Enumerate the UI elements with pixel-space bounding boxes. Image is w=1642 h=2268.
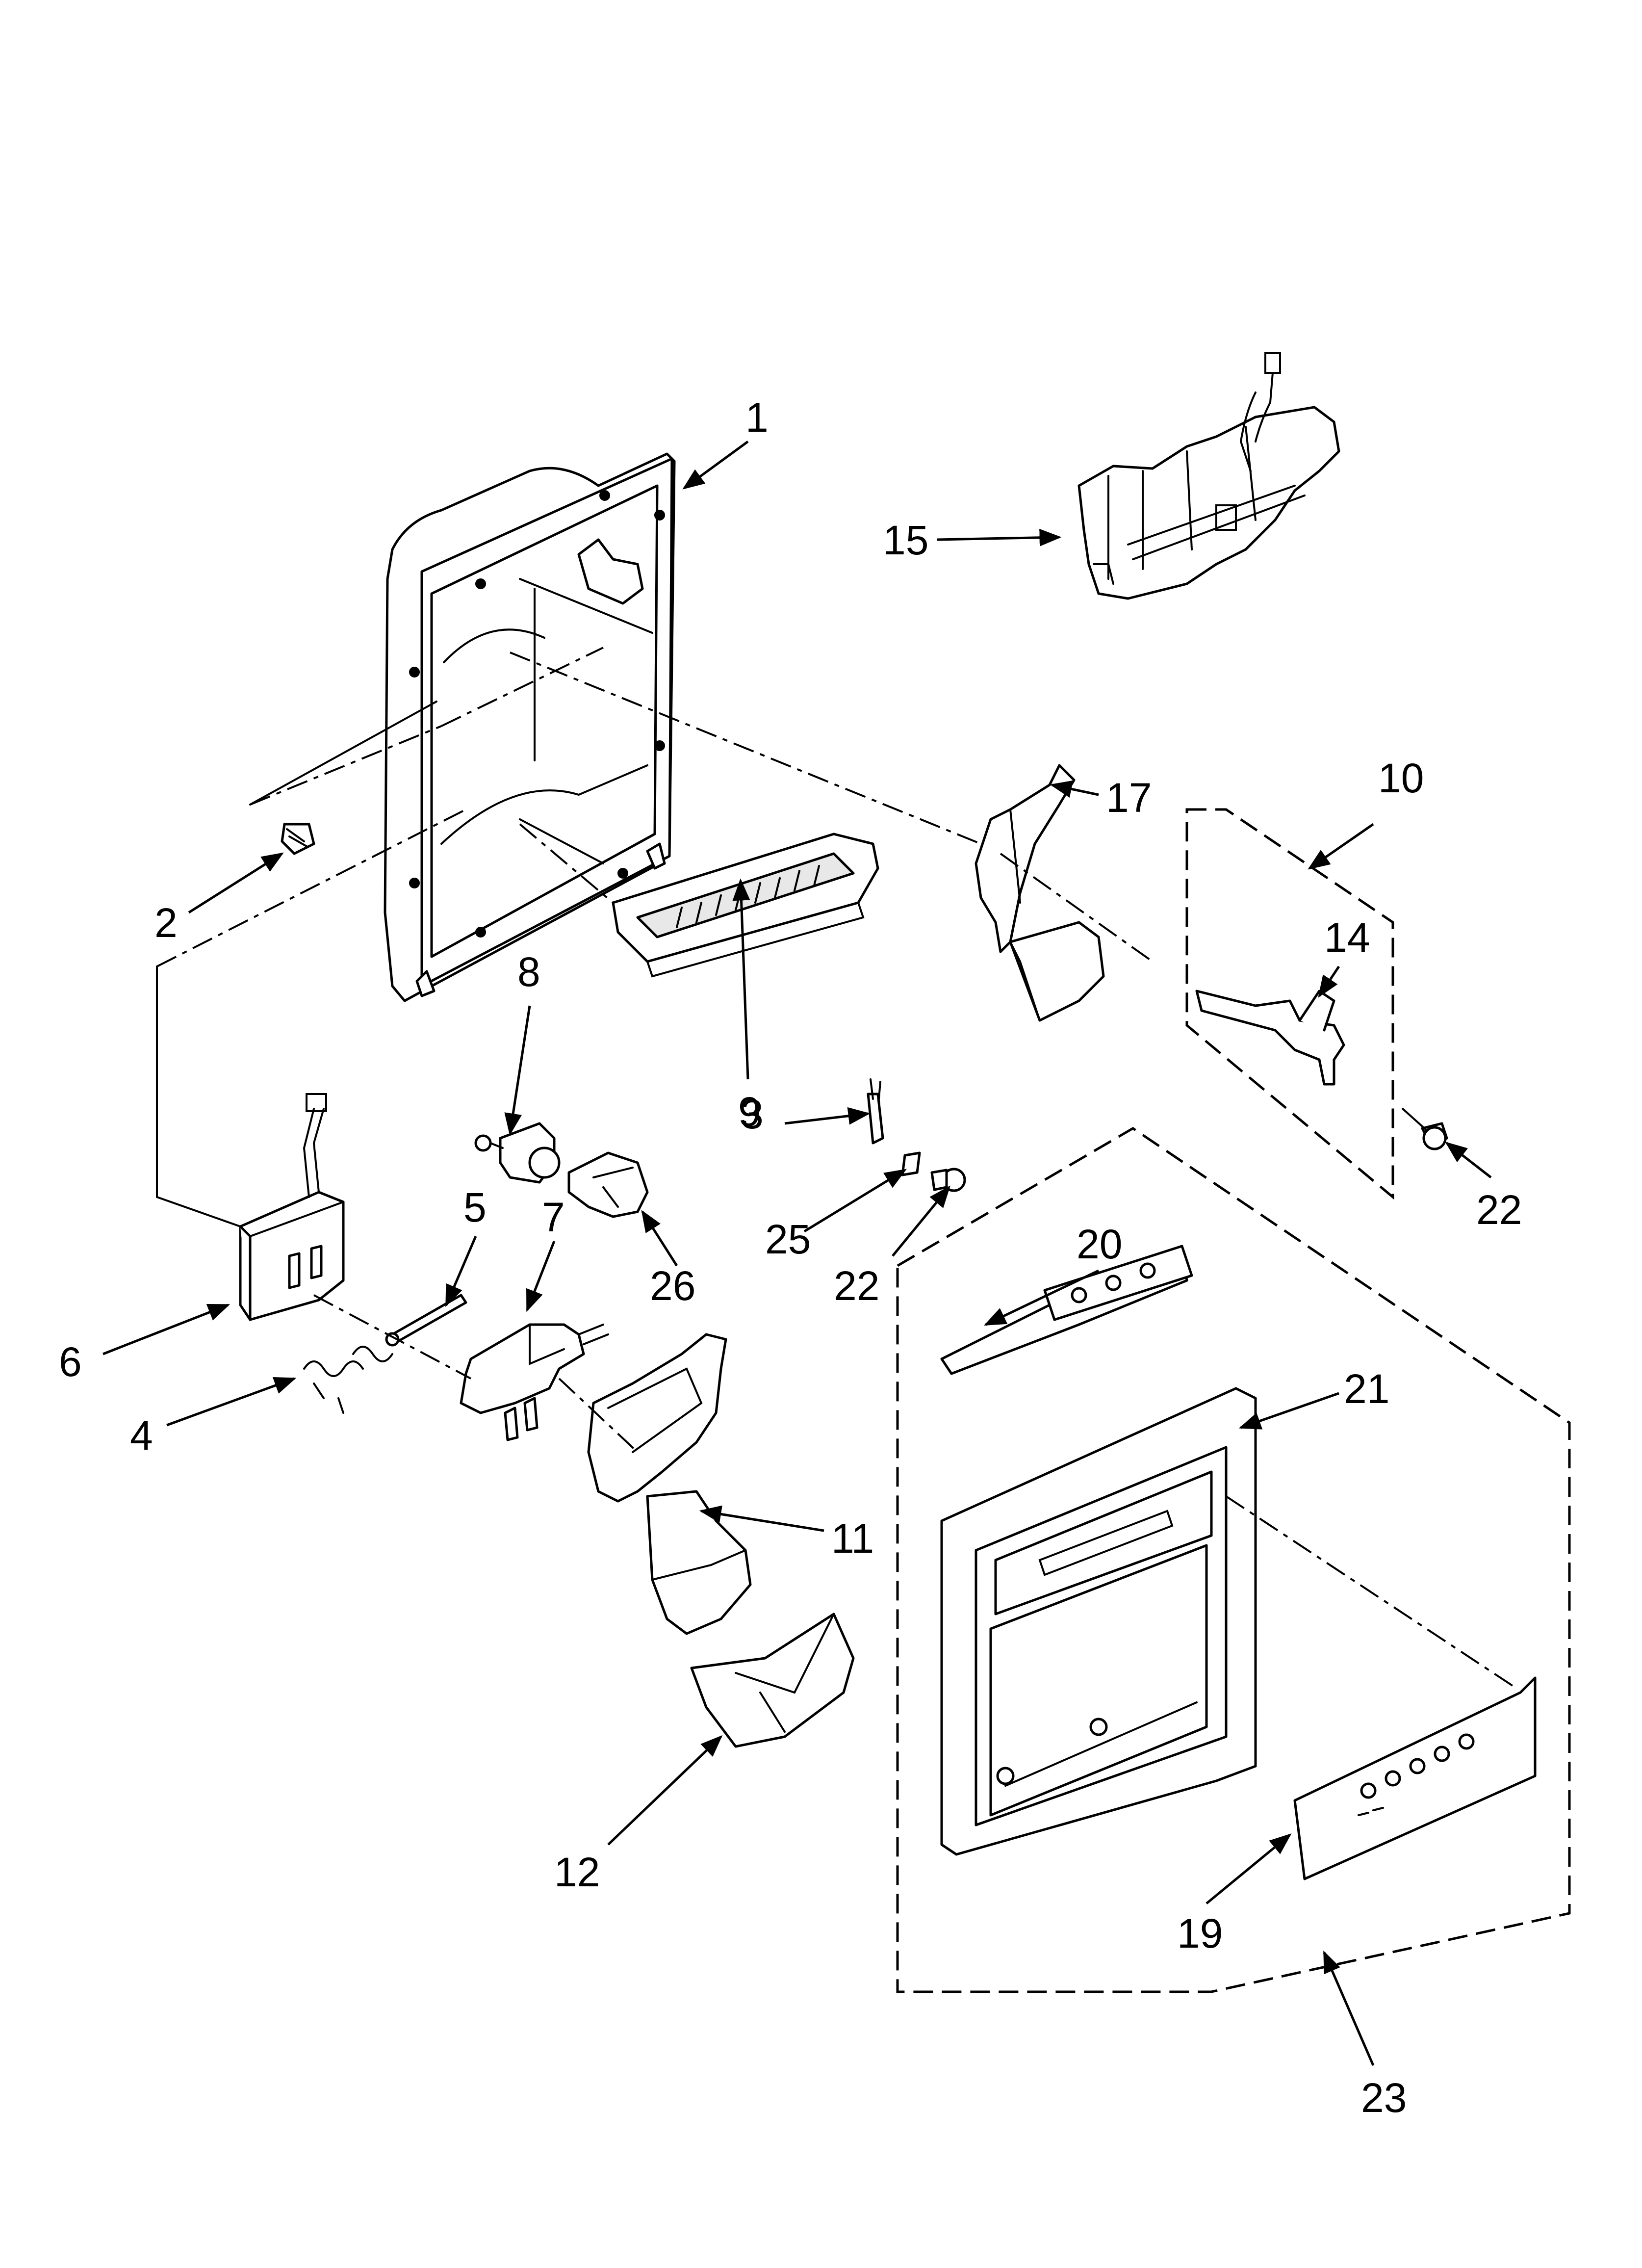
- part-25-clip: [901, 1151, 921, 1176]
- callout-4: 4: [130, 1412, 153, 1459]
- callout-8: 8: [517, 949, 540, 995]
- part-11-actuator-arm: [587, 1333, 752, 1635]
- part-2-screw: [281, 823, 315, 855]
- callout-7: 7: [542, 1194, 565, 1240]
- callout-6: 6: [59, 1339, 82, 1385]
- callout-25: 25: [765, 1216, 811, 1262]
- part-4-spring: [303, 1346, 393, 1414]
- callout-14: 14: [1324, 914, 1370, 961]
- part-22-screw: [1402, 1108, 1448, 1150]
- callout-17: 17: [1106, 775, 1152, 821]
- part-3-switch: [867, 1078, 884, 1145]
- part-6-module: [239, 1093, 345, 1321]
- callout-5: 5: [463, 1184, 487, 1230]
- callout-26: 26: [650, 1263, 695, 1309]
- callout-20: 20: [1077, 1221, 1122, 1267]
- part-8-solenoid: [474, 1122, 561, 1184]
- part-21-front-panel: [940, 1387, 1257, 1856]
- callout-12: 12: [554, 1849, 600, 1895]
- part-26-cover: [567, 1151, 649, 1218]
- leader-arrows: [103, 440, 1492, 2066]
- callout-11: 11: [831, 1515, 874, 1562]
- part-17-actuator-arm: [975, 764, 1105, 1022]
- part-20-interface-board: [940, 1245, 1193, 1375]
- callout-22-center: 22: [834, 1263, 879, 1309]
- callout-1: 1: [745, 394, 769, 441]
- callout-labels: 1 2 3 4 5 6 7 8 9 10 11 12 14 15 17 19 2…: [59, 394, 1522, 2121]
- part-1-dispenser-housing: [384, 452, 676, 1002]
- callout-21: 21: [1344, 1366, 1389, 1412]
- callout-3: 3: [741, 1091, 764, 1137]
- assembly-10-outline: [1185, 808, 1394, 1200]
- part-15-control-bracket: [1078, 352, 1340, 600]
- callout-22-right: 22: [1476, 1187, 1522, 1233]
- callout-9: 9: [738, 1089, 761, 1135]
- callout-2: 2: [154, 900, 178, 946]
- part-14-lever: [1195, 990, 1345, 1086]
- assembly-23-outline: [896, 1127, 1571, 1993]
- callout-23: 23: [1361, 2075, 1407, 2121]
- callout-19: 19: [1177, 1910, 1223, 1956]
- part-19-control-overlay: [1293, 1676, 1537, 1880]
- part-5-pin: [385, 1294, 467, 1347]
- phantom-lines: [156, 647, 1516, 1689]
- part-22-screw-lower: [930, 1168, 966, 1192]
- part-7-bracket: [460, 1323, 609, 1441]
- part-12-chute: [690, 1613, 855, 1748]
- callout-15: 15: [883, 517, 928, 563]
- callout-10: 10: [1378, 755, 1424, 801]
